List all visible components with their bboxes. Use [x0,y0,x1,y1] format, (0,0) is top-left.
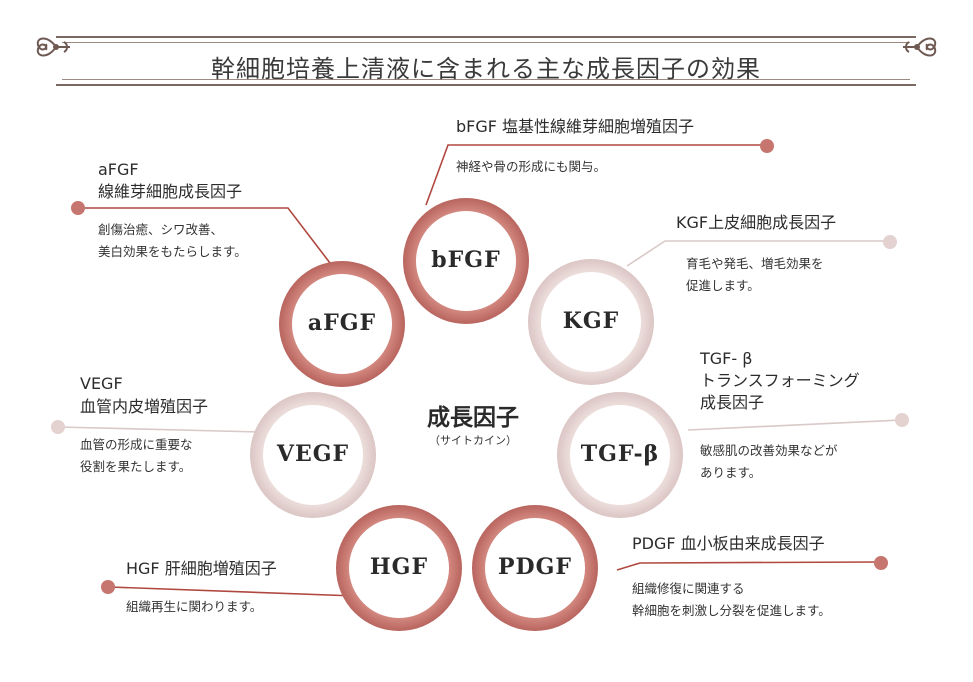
rings [250,198,683,631]
ring-afgf [279,261,405,387]
ornament-right-icon [903,37,937,57]
ring-label-bfgf: bFGF [431,247,501,273]
ring-label-pdgf: PDGF [497,554,573,580]
annotation-desc-tgfb-1: 敏感肌の改善効果などが [700,443,838,458]
annotation-desc-pdgf-1: 組織修復に関連する [632,581,745,596]
page-title: 幹細胞培養上清液に含まれる主な成長因子の効果 [211,55,761,83]
connector-vegf [57,426,261,433]
dot-vegf [51,420,65,434]
ring-bfgf [403,198,529,324]
dot-pdgf [874,556,888,570]
title-banner-inner [62,42,910,80]
connector-lines [51,139,909,597]
ring-label-kgf: KGF [562,308,620,334]
annotation-title-pdgf: PDGF 血小板由来成長因子 [632,534,825,553]
annotation-title-afgf-1: aFGF [98,160,139,179]
annotation-desc-pdgf-2: 幹細胞を刺激し分裂を促進します。 [632,603,831,618]
dot-kgf [883,235,897,249]
annotation-title-bfgf: bFGF 塩基性線維芽細胞増殖因子 [456,117,695,136]
title-banner: 幹細胞培養上清液に含まれる主な成長因子の効果 [56,36,916,86]
center-title: 成長因子 [427,405,519,431]
connector-pdgf [616,561,881,571]
ornament-left-icon [36,37,70,57]
connector-tgfb [687,419,902,431]
ring-hgf [336,505,462,631]
annotation-title-vegf-2: 血管内皮増殖因子 [80,397,209,416]
annotation-desc-afgf-1: 創傷治癒、シワ改善、 [98,222,224,237]
ring-tgfb [557,392,683,518]
annotation-desc-vegf-2: 役割を果たします。 [80,459,192,474]
annotation-desc-afgf-2: 美白効果をもたらします。 [98,244,247,259]
dot-afgf [71,201,85,215]
annotation-title-tgfb-3: 成長因子 [700,393,765,412]
dot-tgfb [895,413,909,427]
annotation-title-kgf: KGF上皮細胞成長因子 [676,213,837,232]
annotation-desc-bfgf: 神経や骨の形成にも関与。 [456,159,607,174]
ring-label-tgfb: TGF-β [580,441,660,467]
center-subtitle: （サイトカイン） [429,434,517,447]
annotation-title-tgfb-1: TGF- β [700,349,753,368]
ring-label-vegf: VEGF [276,441,350,467]
ring-label-hgf: HGF [369,554,429,580]
annotation-desc-hgf: 組織再生に関わります。 [126,599,263,614]
ring-kgf [528,259,654,385]
annotation-desc-kgf-1: 育毛や発毛、増毛効果を [686,256,824,271]
annotation-desc-vegf-1: 血管の形成に重要な [80,437,193,452]
annotation-title-tgfb-2: トランスフォーミング [700,371,860,390]
connector-hgf [109,586,357,597]
ring-vegf [250,392,376,518]
ring-label-afgf: aFGF [307,310,377,336]
annotation-title-afgf-2: 線維芽細胞成長因子 [98,182,243,201]
annotation-title-hgf: HGF 肝細胞増殖因子 [126,559,277,578]
connector-kgf [626,240,890,267]
ring-pdgf [472,505,598,631]
annotation-title-vegf-1: VEGF [80,374,123,393]
dot-bfgf [760,139,774,153]
annotation-desc-kgf-2: 促進します。 [686,278,760,293]
annotation-desc-tgfb-2: あります。 [700,465,762,480]
connector-afgf [80,207,331,264]
connector-bfgf [425,144,767,206]
dot-hgf [101,580,115,594]
